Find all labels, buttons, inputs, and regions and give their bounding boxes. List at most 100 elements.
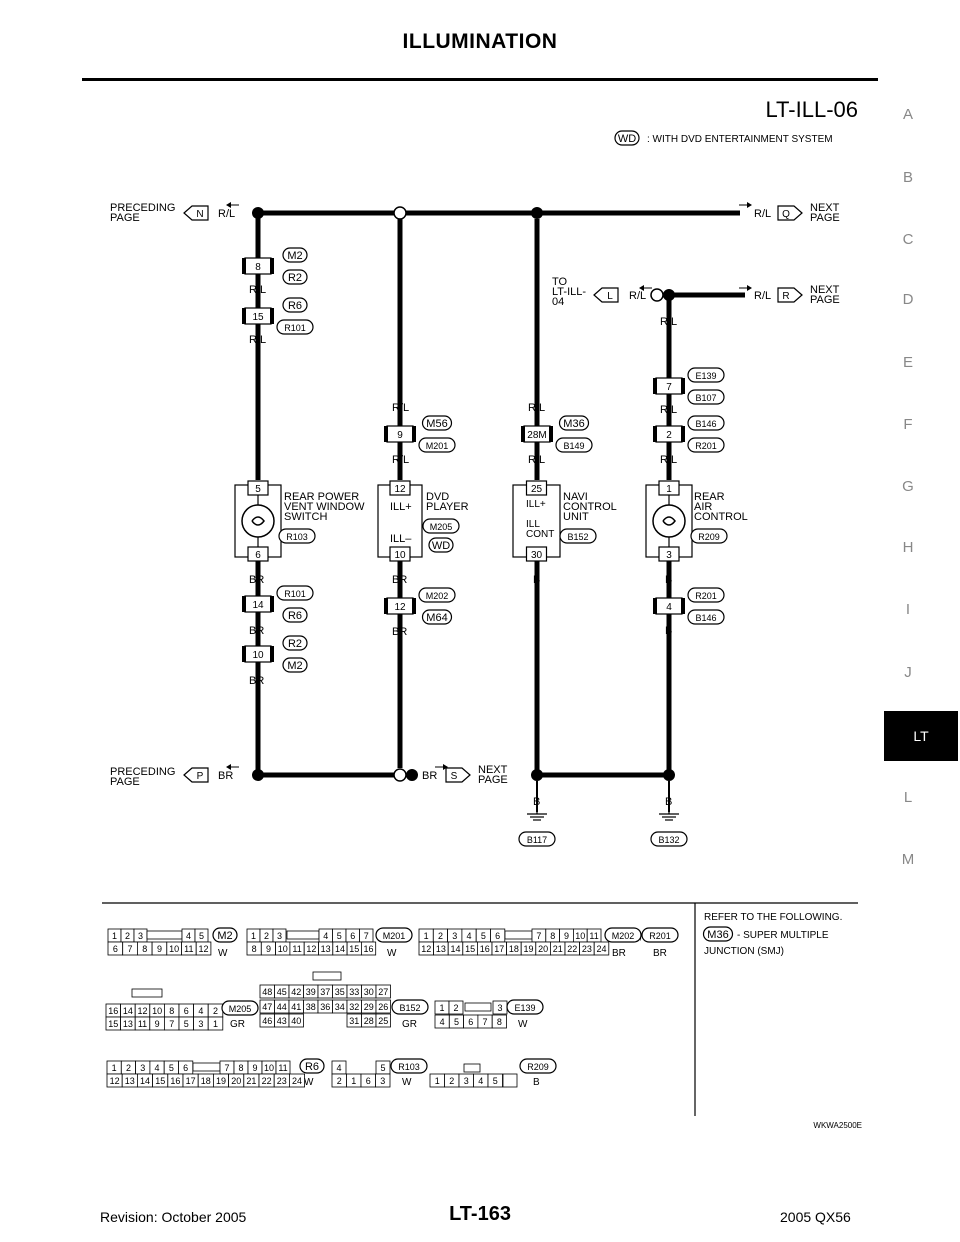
connector-badge: R209 [690,528,728,544]
pin-label: 24 [292,1076,302,1086]
wire-color: BR [218,770,233,782]
separator: , [639,930,642,942]
component-label: DVD [426,491,449,503]
section-tab-c[interactable]: C [902,231,914,248]
pin-function: ILL– [390,533,412,545]
connector-badge: M201 [375,927,413,943]
pin-number: 6 [255,550,261,561]
preceding-page-label: PRECEDING [110,766,175,778]
badge-text: B146 [695,419,716,429]
pin-function: ILL [526,519,540,530]
connector-badge: B149 [555,437,593,453]
pin-label: 13 [125,1076,135,1086]
pin-number: 7 [666,382,672,393]
connector-badge: R2 [282,635,308,651]
connector-color: GR [402,1019,417,1030]
pin-function: ILL+ [390,501,412,513]
badge-text: M36 [707,929,728,941]
next-page-label: PAGE [478,774,508,786]
connector-ring [393,768,407,782]
pin-label: 7 [536,931,541,941]
badge-text: M202 [612,931,635,941]
pin-label: 12 [110,1076,120,1086]
component-label: CONTROL [563,501,617,513]
pin-label: 8 [169,1006,174,1016]
badge-text: M205 [229,1004,252,1014]
pin-label: 5 [169,1063,174,1073]
section-tab-m[interactable]: M [901,851,915,868]
lamp-symbol [652,504,686,538]
inline-connector: 8 [242,257,274,275]
pin-label: 6 [366,1076,371,1086]
badge-text: R6 [288,610,302,622]
connector-badge: R103 [278,528,316,544]
pin-label: 4 [467,931,472,941]
pin-label: 40 [291,1016,301,1026]
pin-number: 8 [255,262,261,273]
pin-label: 8 [252,944,257,954]
connector-key [192,1062,221,1072]
wire-color: R/L [754,290,771,302]
connector-badge: R6 [282,607,308,623]
connector-badge: R6 [282,297,308,313]
pin-label: 15 [108,1019,118,1029]
pin-cell [375,1073,391,1088]
pin-label: 25 [378,1016,388,1026]
pin-cell [207,1016,224,1031]
pin-label: 9 [157,944,162,954]
badge-text: E139 [695,371,716,381]
pin-label: 35 [335,987,345,997]
section-tab-l[interactable]: L [903,789,913,806]
pin-label: 26 [378,1002,388,1012]
pin-number: 2 [666,430,672,441]
splice-dot [531,207,543,219]
badge-text: R201 [695,591,717,601]
pin-cell [491,1014,507,1029]
pin-label: 3 [140,1063,145,1073]
badge-text: M64 [426,612,447,624]
pin-label: 13 [123,1019,133,1029]
badge-text: B149 [563,441,584,451]
section-tab-d[interactable]: D [902,291,914,308]
section-tab-e[interactable]: E [902,354,913,371]
section-tab-lt[interactable]: LT [884,711,958,761]
pin-label: 4 [323,931,328,941]
section-tab-f[interactable]: F [903,416,913,433]
pin-label: 6 [468,1017,473,1027]
pin-label: 13 [436,944,446,954]
section-tab-a[interactable]: A [902,106,913,123]
pin-label: 7 [224,1063,229,1073]
pin-label: 36 [320,1002,330,1012]
pin-label: 23 [582,944,592,954]
pin-number: 5 [255,484,261,495]
pin-label: 11 [292,944,301,954]
pin-label: 10 [575,931,585,941]
connector-color: B [533,1077,540,1088]
pin-label: 15 [465,944,475,954]
pin-label: 13 [321,944,331,954]
pin-label: 47 [262,1002,272,1012]
connector-color: W [402,1077,412,1088]
section-tab-g[interactable]: G [902,478,914,495]
section-tab-h[interactable]: H [902,539,914,556]
pin-label: 14 [140,1076,150,1086]
pin-number: 12 [394,484,406,495]
pin-label: 39 [306,987,316,997]
diagram-id: LT-ILL-06 [765,97,858,122]
pin-label: 10 [278,944,288,954]
pin-function: CONT [526,529,554,540]
connector-ring [650,288,664,302]
section-tab-i[interactable]: I [905,601,911,618]
connector-badge: E139 [506,999,544,1015]
pin-number: 1 [666,484,672,495]
badge-text: R201 [695,441,717,451]
wire-color: R/L [754,208,771,220]
next-page-label: NEXT [478,764,508,776]
badge-text: R101 [284,323,306,333]
pin-label: 43 [277,1016,287,1026]
section-tab-b[interactable]: B [902,169,913,186]
badge-text: R2 [288,272,302,284]
section-tab-j[interactable]: J [904,664,912,681]
